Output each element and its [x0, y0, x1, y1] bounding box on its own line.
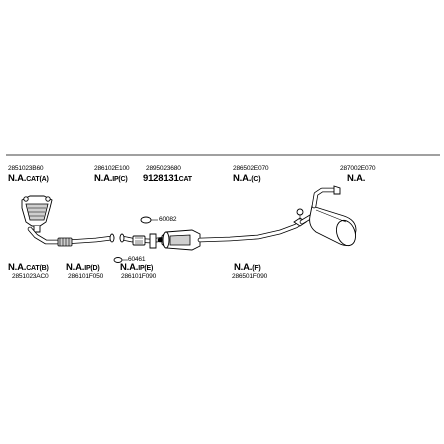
pipe-clamp: [296, 208, 304, 220]
part-number-top-1: 2851023B60: [8, 165, 44, 172]
code-top-1-main: N.A.: [8, 173, 27, 184]
code-top-4-suffix: (C): [251, 176, 261, 183]
code-bot-3-suffix: IP(E): [138, 265, 154, 272]
code-bot-2-main: N.A.: [66, 262, 85, 273]
code-top-4: N.A.(C): [233, 173, 261, 184]
code-top-5-main: N.A.: [347, 173, 366, 184]
code-bot-4-suffix: (F): [252, 265, 261, 272]
code-bot-4-main: N.A.: [234, 262, 253, 273]
code-bot-4: N.A.(F): [234, 263, 261, 273]
part-number-bot-4: 286501F090: [232, 273, 268, 280]
code-top-2-suffix: IP(C): [112, 176, 128, 183]
part-number-top-2: 286102E100: [94, 165, 130, 172]
code-bot-2: N.A.IP(D): [66, 263, 100, 273]
gasket-number-lower: 60461: [128, 256, 146, 263]
part-number-bot-2: 286101F050: [68, 273, 104, 280]
part-number-top-5: 287002E070: [340, 165, 376, 172]
intermediate-pipe: [119, 233, 167, 249]
rear-silencer: [299, 185, 357, 247]
gasket-callout-upper: [140, 216, 158, 224]
middle-silencer: [157, 229, 201, 251]
code-top-2: N.A.IP(C): [94, 174, 128, 184]
code-top-4-main: N.A.: [233, 173, 252, 184]
gasket-number-upper: 60082: [159, 216, 177, 223]
code-bot-1: N.A.CAT(B): [8, 263, 49, 273]
front-pipe: [27, 226, 115, 247]
code-top-2-main: N.A.: [94, 173, 113, 184]
part-number-bot-1: 2851023AC0: [12, 273, 49, 280]
code-bot-1-main: N.A.: [8, 262, 27, 273]
code-bot-3: N.A.IP(E): [120, 263, 153, 273]
code-top-1: N.A.CAT(A): [8, 174, 49, 184]
manifold-catalytic-converter: [21, 195, 53, 233]
code-top-3: 9128131CAT: [143, 174, 192, 184]
code-top-3-suffix: CAT: [178, 176, 192, 183]
gasket-callout-lower: [113, 257, 128, 263]
code-top-5: N.A.: [347, 174, 365, 184]
part-number-top-3: 2895023680: [146, 165, 181, 172]
code-top-3-main: 9128131: [143, 173, 179, 184]
rear-pipe: [197, 217, 307, 243]
code-bot-3-main: N.A.: [120, 262, 139, 273]
code-top-1-suffix: CAT(A): [26, 176, 49, 183]
flex-joint: [57, 237, 73, 247]
part-number-top-4: 286502E070: [233, 165, 269, 172]
part-number-bot-3: 286101F090: [121, 273, 157, 280]
code-bot-1-suffix: CAT(B): [26, 265, 49, 272]
code-bot-2-suffix: IP(D): [84, 265, 100, 272]
